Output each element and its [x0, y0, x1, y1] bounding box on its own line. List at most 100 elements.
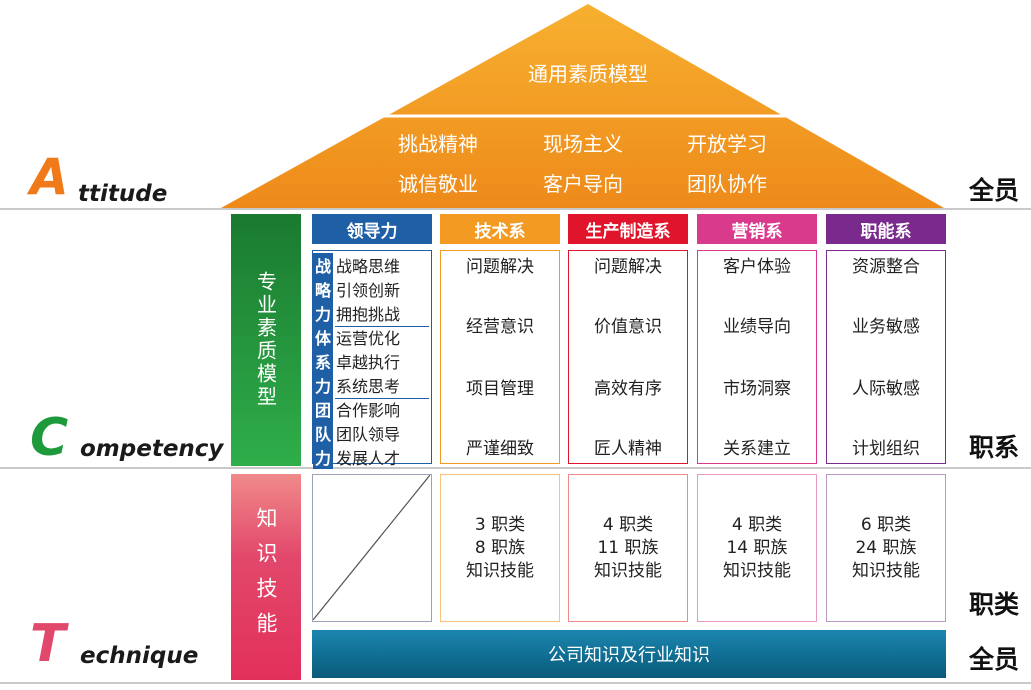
knowledge-skill-bar: 知识技能 [231, 474, 301, 680]
competency-letter: C [30, 408, 69, 468]
lead-item: 引领创新 [336, 281, 401, 300]
job-family-count: 24 职族 [855, 537, 917, 558]
lead-row: 略引领创新 [313, 277, 400, 301]
manufacturing-series-box: 问题解决 价值意识 高效有序 匠人精神 [568, 250, 688, 464]
professional-model-bar: 专业素质模型 [231, 214, 301, 466]
lead-item: 拥抱挑战 [336, 305, 401, 324]
lead-row: 队团队领导 [313, 421, 400, 445]
lead-char: 略 [313, 277, 333, 301]
lead-char: 力 [313, 445, 333, 469]
divider-competency [0, 467, 1031, 469]
divider-technique [0, 682, 1031, 684]
roof-item-customer: 客户导向 [543, 172, 623, 196]
knowledge-skill-text: 知识技能 [254, 507, 278, 647]
lead-item: 运营优化 [336, 329, 401, 348]
knowledge-skill-label: 知识技能 [852, 560, 920, 581]
lead-row: 战战略思维 [313, 253, 400, 277]
lead-char: 队 [313, 421, 333, 445]
roof-item-onsite: 现场主义 [543, 132, 623, 156]
roof-triangle [221, 4, 944, 208]
job-class-count: 4 职类 [602, 514, 654, 535]
competency-item: 关系建立 [723, 439, 791, 459]
lead-char: 力 [313, 301, 333, 325]
marketing-series-header: 营销系 [697, 214, 817, 244]
job-family-count: 14 职族 [726, 537, 788, 558]
knowledge-skill-label: 知识技能 [466, 560, 534, 581]
competency-label: ompetency [80, 436, 224, 462]
right-label-job-class: 职类 [968, 590, 1019, 619]
function-series-technique-box: 6 职类 24 职族 知识技能 [826, 474, 946, 622]
knowledge-skill-label: 知识技能 [594, 560, 662, 581]
roof-item-teamwork: 团队协作 [687, 172, 767, 196]
competency-item: 匠人精神 [594, 439, 662, 459]
lead-char: 团 [313, 397, 333, 421]
right-label-all-bottom: 全员 [968, 645, 1019, 674]
roof-item-openlearn: 开放学习 [687, 132, 767, 156]
job-family-count: 11 职族 [597, 537, 659, 558]
tech-series-box: 问题解决 经营意识 项目管理 严谨细致 [440, 250, 560, 464]
professional-model-text: 专业素质模型 [253, 271, 278, 409]
roof-item-integrity: 诚信敬业 [398, 172, 478, 196]
job-class-count: 4 职类 [731, 514, 783, 535]
lead-item: 战略思维 [336, 257, 401, 276]
manufacturing-series-header: 生产制造系 [568, 214, 688, 244]
lead-item: 系统思考 [336, 377, 401, 396]
lead-row: 体运营优化 [313, 325, 400, 349]
lead-item: 卓越执行 [336, 353, 401, 372]
technique-letter: T [30, 614, 66, 674]
marketing-series-box: 客户体验 业绩导向 市场洞察 关系建立 [697, 250, 817, 464]
competency-item: 问题解决 [466, 257, 534, 277]
job-class-count: 3 职类 [474, 514, 526, 535]
competency-item: 计划组织 [852, 439, 920, 459]
foundation-bar: 公司知识及行业知识 [312, 630, 946, 678]
foundation-text: 公司知识及行业知识 [548, 645, 710, 666]
lead-char: 体 [313, 325, 333, 349]
lead-row: 力发展人才 [313, 445, 400, 469]
function-series-box: 资源整合 业务敏感 人际敏感 计划组织 [826, 250, 946, 464]
competency-item: 问题解决 [594, 257, 662, 277]
lead-char: 系 [313, 349, 333, 373]
competency-item: 经营意识 [466, 317, 534, 337]
competency-item: 项目管理 [466, 379, 534, 399]
diagonal-line [313, 475, 430, 620]
marketing-series-technique-box: 4 职类 14 职族 知识技能 [697, 474, 817, 622]
lead-item: 合作影响 [336, 401, 401, 420]
lead-item: 团队领导 [336, 425, 401, 444]
tech-series-technique-box: 3 职类 8 职族 知识技能 [440, 474, 560, 622]
roof-title: 通用素质模型 [528, 62, 648, 86]
leadership-technique-box [312, 474, 432, 622]
manufacturing-series-technique-box: 4 职类 11 职族 知识技能 [568, 474, 688, 622]
roof-item-challenge: 挑战精神 [398, 132, 478, 156]
competency-item: 市场洞察 [723, 379, 791, 399]
job-class-count: 6 职类 [860, 514, 912, 535]
attitude-label: ttitude [78, 181, 168, 207]
knowledge-skill-label: 知识技能 [723, 560, 791, 581]
lead-separator [335, 326, 429, 327]
attitude-letter: A [30, 148, 69, 206]
technique-label: echnique [80, 643, 199, 669]
lead-char: 战 [313, 253, 333, 277]
lead-char: 力 [313, 373, 333, 397]
competency-item: 严谨细致 [466, 439, 534, 459]
lead-row: 系卓越执行 [313, 349, 400, 373]
competency-item: 业务敏感 [852, 317, 920, 337]
right-label-job-series: 职系 [968, 433, 1019, 462]
lead-row: 力拥抱挑战 [313, 301, 400, 325]
function-series-header: 职能系 [826, 214, 946, 244]
competency-item: 业绩导向 [723, 317, 791, 337]
right-label-all-top: 全员 [968, 176, 1019, 205]
competency-item: 高效有序 [594, 379, 662, 399]
competency-item: 价值意识 [594, 317, 662, 337]
tech-series-header: 技术系 [440, 214, 560, 244]
divider-attitude [0, 208, 1031, 210]
competency-item: 资源整合 [852, 257, 920, 277]
lead-item: 发展人才 [336, 449, 401, 468]
lead-separator [335, 398, 429, 399]
lead-row: 力系统思考 [313, 373, 400, 397]
competency-item: 客户体验 [723, 257, 791, 277]
lead-row: 团合作影响 [313, 397, 400, 421]
job-family-count: 8 职族 [474, 537, 526, 558]
leadership-box: 战战略思维 略引领创新 力拥抱挑战 体运营优化 系卓越执行 力系统思考 团合作影… [312, 250, 432, 469]
competency-item: 人际敏感 [852, 379, 920, 399]
leadership-header: 领导力 [312, 214, 432, 244]
